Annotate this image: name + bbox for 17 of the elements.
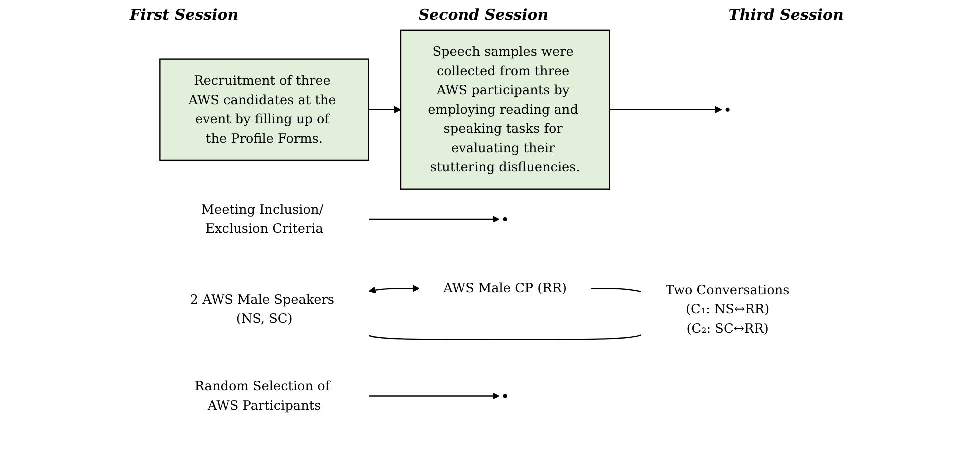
session-heading: Second Session (418, 6, 549, 24)
arrow (368, 285, 420, 294)
session-heading: Third Session (728, 6, 844, 24)
arrow (368, 216, 500, 223)
connector (591, 288, 642, 293)
node-text: AWS Male CP (RR) (444, 280, 568, 296)
node-text: Two Conversations (C₁: NS↔RR) (C₂: SC↔RR) (666, 282, 790, 336)
node-box: Speech samples were collected from three AWS participants by employing reading and speaking tasks for evaluating their stuttering disfluencies. (400, 30, 610, 190)
node-text: Meeting Inclusion/ Exclusion Criteria (201, 202, 324, 236)
node-text: 2 AWS Male Speakers (NS, SC) (190, 292, 335, 326)
arrow (368, 392, 500, 400)
arrow (610, 106, 722, 114)
arrow (368, 106, 402, 114)
connector (368, 334, 642, 340)
node-text: Random Selection of AWS Participants (194, 378, 330, 414)
node-box: Recruitment of three AWS candidates at the event by filling up of the Profile Forms. (160, 58, 370, 162)
session-heading: First Session (130, 6, 239, 24)
